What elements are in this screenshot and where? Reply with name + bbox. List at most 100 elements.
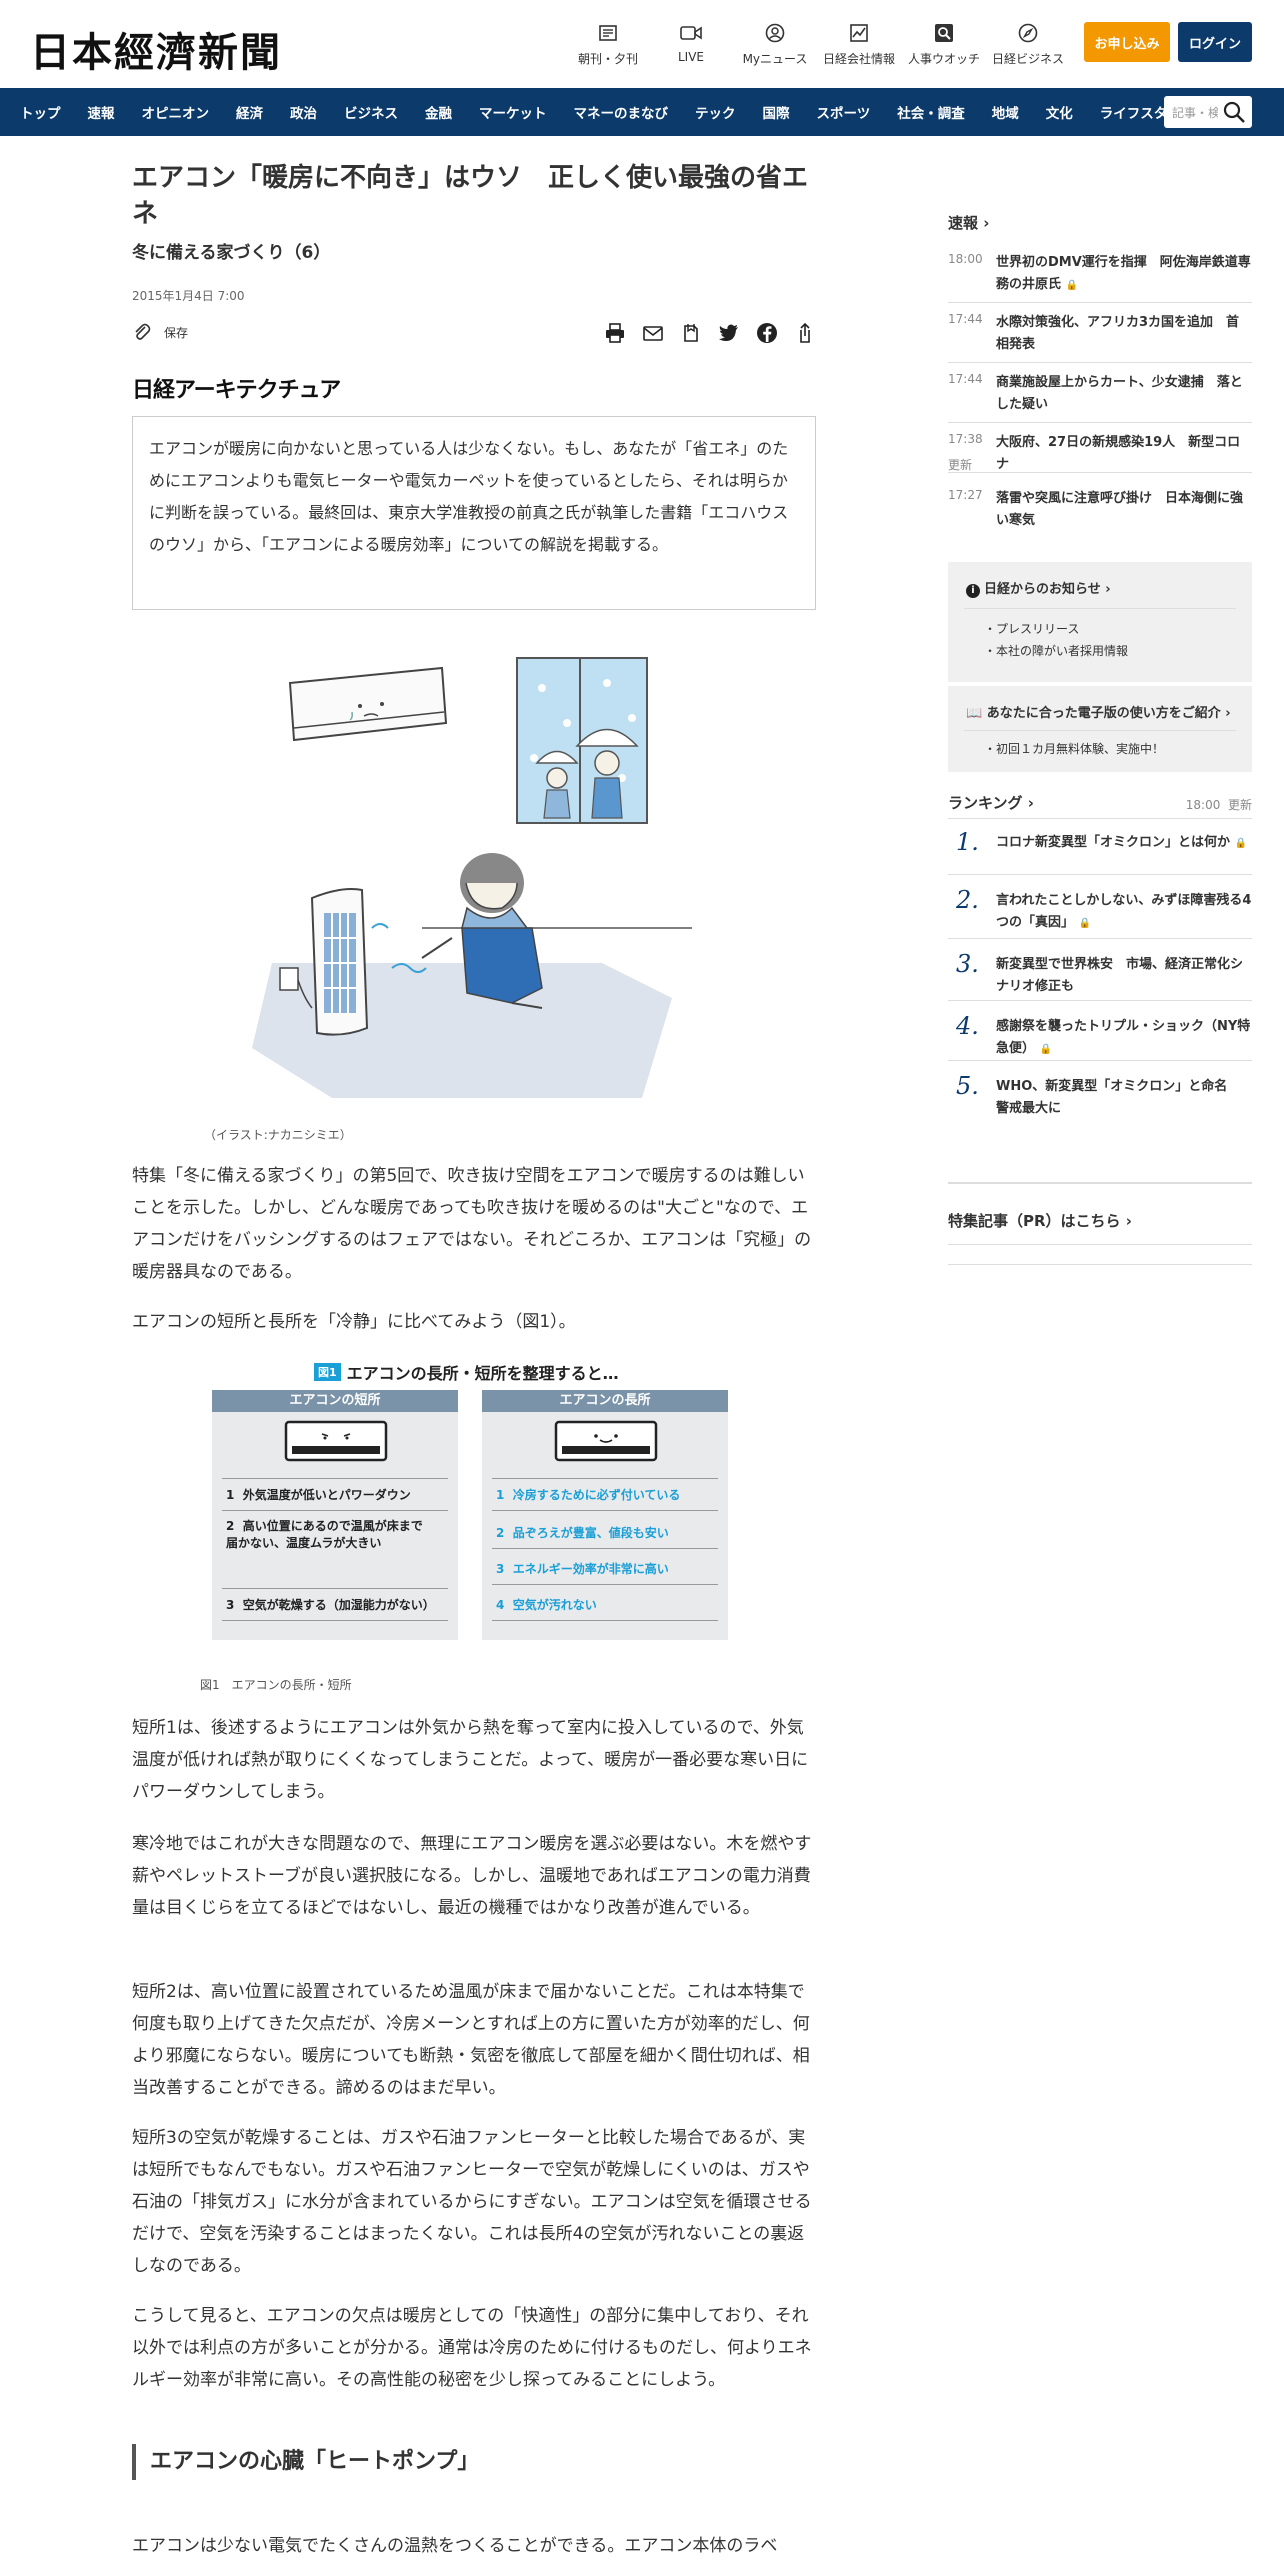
flash-item-time: 17:38 bbox=[948, 432, 983, 446]
ac-happy-icon bbox=[554, 1420, 658, 1462]
flash-item-time: 18:00 bbox=[948, 252, 983, 266]
nav-newspaper[interactable]: 朝刊・夕刊 bbox=[563, 22, 653, 67]
facebook-icon[interactable] bbox=[756, 322, 778, 344]
figure-caption: 図1 エアコンの長所・短所 bbox=[200, 1678, 352, 1692]
nav-newspaper-label: 朝刊・夕刊 bbox=[577, 52, 638, 66]
nav-company-info[interactable]: 日経会社情報 bbox=[814, 22, 904, 67]
site-header: 日本經濟新聞 朝刊・夕刊 LIVE Myニュース 日経会社情報 人事ウオッチ 日 bbox=[0, 0, 1284, 88]
paragraph-5: 短所2は、高い位置に設置されているため温風が床まで届かないことだ。これは本特集で… bbox=[132, 1982, 810, 2098]
chevron-right-icon: › bbox=[983, 214, 990, 232]
nav-economy[interactable]: 経済 bbox=[236, 106, 263, 122]
nav-money[interactable]: マネーのまなび bbox=[573, 106, 669, 122]
divider bbox=[948, 1244, 1252, 1245]
search-box-icon bbox=[933, 22, 955, 44]
nav-culture[interactable]: 文化 bbox=[1045, 106, 1073, 122]
search-input[interactable]: 記事・検索 bbox=[1164, 96, 1252, 128]
nav-top[interactable]: トップ bbox=[20, 106, 61, 122]
figure-title: エアコンの長所・短所を整理すると… bbox=[346, 1364, 619, 1383]
flash-news-title[interactable]: 速報 › bbox=[948, 212, 989, 233]
pros-item-1-number: 1 bbox=[496, 1488, 505, 1502]
person-drawing bbox=[421, 853, 543, 1009]
chart-icon bbox=[848, 22, 870, 44]
ranking-updated: 更新 bbox=[1227, 798, 1252, 812]
divider bbox=[948, 1182, 1252, 1184]
ranking-timestamp: 18:00 更新 bbox=[1186, 796, 1252, 813]
notice-item-recruit[interactable]: ・本社の障がい者採用情報 bbox=[984, 644, 1129, 658]
info-icon: i bbox=[966, 584, 980, 598]
pros-header: エアコンの長所 bbox=[482, 1390, 728, 1412]
nav-society[interactable]: 社会・調査 bbox=[897, 106, 965, 122]
share-icon[interactable] bbox=[794, 322, 816, 344]
nav-finance[interactable]: 金融 bbox=[425, 106, 452, 122]
paperclip-icon bbox=[135, 323, 151, 340]
pros-item-2-text: 品ぞろえが豊富、値段も安い bbox=[512, 1526, 669, 1540]
nav-sports[interactable]: スポーツ bbox=[816, 106, 871, 122]
nav-flash[interactable]: 速報 bbox=[87, 106, 115, 122]
twitter-icon[interactable] bbox=[718, 322, 740, 344]
flash-item-time: 17:44 bbox=[948, 372, 983, 386]
nav-opinion[interactable]: オピニオン bbox=[141, 106, 210, 122]
cons-panel: エアコンの短所 1 外気温度が低いとパワーダウン 2 高い位置にあるので温風が床… bbox=[212, 1390, 458, 1640]
subscribe-button[interactable]: お申し込み bbox=[1084, 22, 1170, 62]
mail-icon[interactable] bbox=[642, 322, 664, 344]
nav-tech[interactable]: テック bbox=[695, 106, 736, 122]
divider bbox=[948, 1060, 1252, 1061]
flash-item-headline: 大阪府、27日の新規感染19人 新型コロナ bbox=[996, 435, 1241, 472]
lock-icon: 🔒 bbox=[1039, 1044, 1052, 1055]
nav-live[interactable]: LIVE bbox=[646, 22, 736, 64]
notice-title-text: 日経からのお知らせ bbox=[984, 582, 1101, 597]
book-icon: 📖 bbox=[966, 706, 983, 721]
ranking-title[interactable]: ランキング › bbox=[948, 794, 1034, 812]
article-subtitle: 冬に備える家づくり（6） bbox=[132, 243, 331, 263]
login-button[interactable]: ログイン bbox=[1178, 22, 1252, 62]
article-date: 2015年1月4日 7:00 bbox=[132, 289, 245, 303]
paragraph-2: エアコンの短所と長所を「冷静」に比べてみよう（図1）。 bbox=[132, 1306, 816, 1338]
nav-business[interactable]: ビジネス bbox=[344, 106, 398, 122]
nav-personnel-watch-label: 人事ウオッチ bbox=[907, 52, 980, 66]
site-logo[interactable]: 日本經濟新聞 bbox=[30, 29, 282, 76]
ranking-number: 3. bbox=[956, 950, 979, 978]
section-heading: エアコンの心臓「ヒートポンプ」 bbox=[132, 2444, 479, 2480]
print-icon[interactable] bbox=[604, 322, 626, 344]
nav-politics[interactable]: 政治 bbox=[290, 106, 317, 122]
clip-icon[interactable] bbox=[680, 322, 702, 344]
divider bbox=[948, 874, 1252, 875]
save-button[interactable]: 保存 bbox=[132, 322, 188, 342]
paragraph-6: 短所3の空気が乾燥することは、ガスや石油ファンヒーターと比較した場合であるが、実… bbox=[132, 2128, 812, 2276]
pros-item-1-text: 冷房するために必ず付いている bbox=[512, 1488, 681, 1502]
category-nav-items: トップ 速報 オピニオン 経済 政治 ビジネス 金融 マーケット マネーのまなび… bbox=[20, 88, 1221, 136]
ranking-title-text: ランキング bbox=[948, 794, 1023, 812]
article-title: エアコン「暖房に不向き」はウソ 正しく使い最強の省エネ bbox=[132, 163, 809, 229]
pros-item-2: 2 品ぞろえが豊富、値段も安い bbox=[496, 1524, 669, 1541]
nav-mynews[interactable]: Myニュース bbox=[730, 22, 820, 67]
share-tools bbox=[588, 322, 816, 344]
ranking-number: 4. bbox=[956, 1012, 979, 1040]
nav-region[interactable]: 地域 bbox=[991, 106, 1019, 122]
pros-item-3: 3 エネルギー効率が非常に高い bbox=[496, 1560, 669, 1577]
notice-item-recruit-text: 本社の障がい者採用情報 bbox=[996, 644, 1129, 658]
electric-heater-drawing bbox=[279, 888, 369, 1036]
nav-nikkei-business[interactable]: 日経ビジネス bbox=[983, 22, 1073, 67]
digital-guide-item[interactable]: ・初回１カ月無料体験、実施中！ bbox=[984, 742, 1165, 756]
nav-market[interactable]: マーケット bbox=[479, 106, 547, 122]
ranking-time: 18:00 bbox=[1185, 798, 1221, 812]
notice-item-press[interactable]: ・プレスリリース bbox=[984, 622, 1080, 636]
pr-title[interactable]: 特集記事（PR）はこちら › bbox=[948, 1212, 1132, 1230]
ranking-number: 5. bbox=[956, 1072, 979, 1100]
figure-1: 図1 エアコンの長所・短所を整理すると… エアコンの短所 1 外気温度が低いとパ… bbox=[212, 1360, 742, 1660]
nav-nikkei-business-label: 日経ビジネス bbox=[991, 52, 1064, 66]
flash-item-headline: 世界初のDMV運行を指揮 阿佐海岸鉄道専務の井原氏 🔒 bbox=[996, 252, 1252, 297]
nav-international[interactable]: 国際 bbox=[762, 106, 790, 122]
user-icon bbox=[764, 22, 786, 44]
cons-item-3: 3 空気が乾燥する（加湿能力がない） bbox=[226, 1596, 435, 1613]
paragraph-2-text: エアコンの短所と長所を「冷静」に比べてみよう（図1）。 bbox=[132, 1312, 576, 1332]
divider bbox=[948, 1000, 1252, 1001]
lock-icon: 🔒 bbox=[1078, 918, 1091, 929]
digital-guide-box: 📖 あなたに合った電子版の使い方をご紹介 › ・初回１カ月無料体験、実施中！ bbox=[948, 686, 1252, 772]
ranking-headline: 言われたことしかしない、みずほ障害残る4つの「真因」 🔒 bbox=[996, 890, 1252, 935]
newspaper-icon bbox=[597, 22, 619, 44]
search-icon[interactable] bbox=[1222, 100, 1246, 124]
digital-guide-title[interactable]: 📖 あなたに合った電子版の使い方をご紹介 › bbox=[966, 706, 1231, 721]
nav-personnel-watch[interactable]: 人事ウオッチ bbox=[899, 22, 989, 67]
